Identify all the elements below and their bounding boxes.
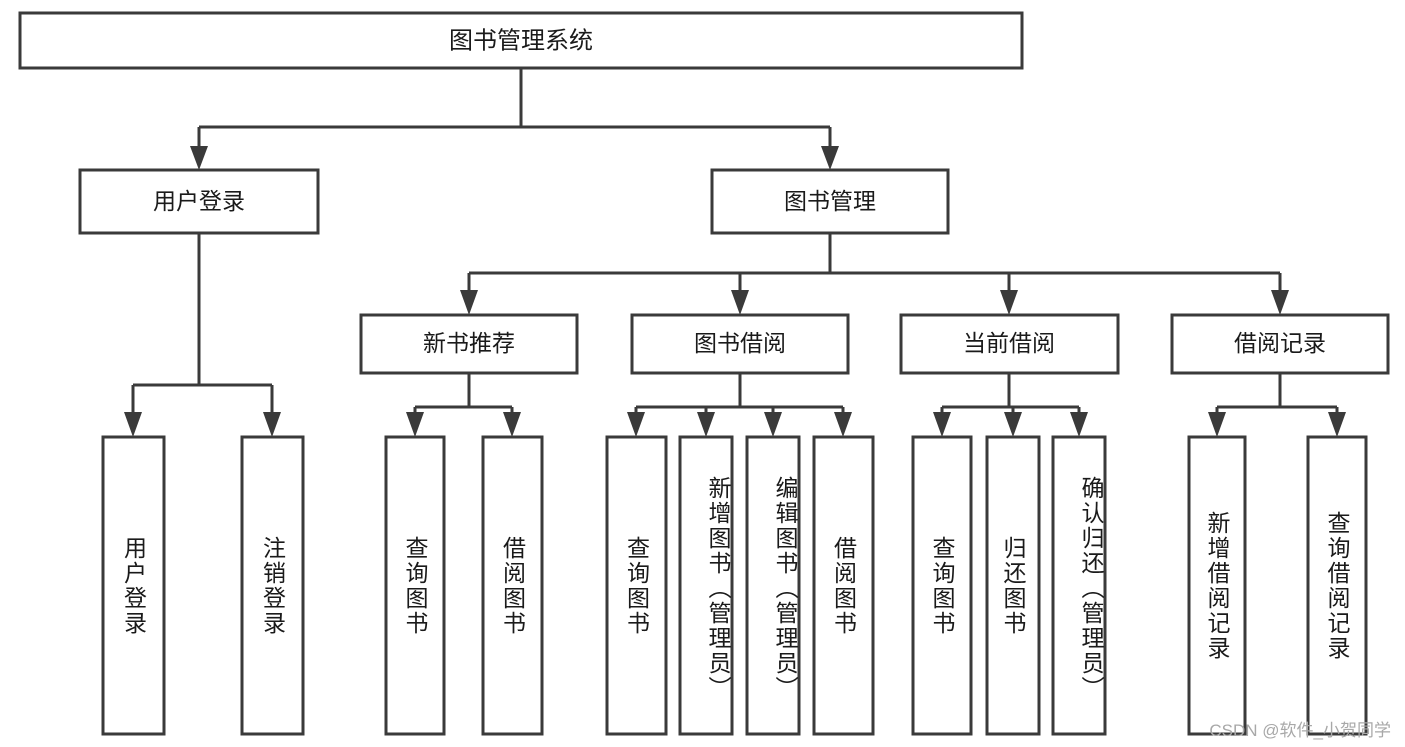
- arrow-head-leaf-4: [503, 412, 521, 437]
- arrow-head-leaf-5: [627, 412, 645, 437]
- new-book-recommend-label: 新书推荐: [423, 330, 515, 356]
- node-book-management[interactable]: 图书管理: [710, 168, 950, 235]
- arrow-head-leaf-2: [263, 412, 281, 437]
- borrow-record-label: 借阅记录: [1234, 330, 1326, 356]
- connector-root-to-level2: [190, 68, 839, 170]
- node-user-login[interactable]: 用户登录: [78, 168, 320, 235]
- node-current-borrow[interactable]: 当前借阅: [899, 313, 1120, 375]
- leaf-boxes: [101, 435, 1368, 736]
- leaf-box-logout[interactable]: [240, 435, 305, 736]
- node-new-book-recommend[interactable]: 新书推荐: [359, 313, 579, 375]
- leaf-box-add-borrow-record[interactable]: [1187, 435, 1247, 736]
- leaf-box-query-book-2[interactable]: [605, 435, 668, 736]
- current-borrow-box: [899, 313, 1120, 375]
- arrow-head-book-manage: [821, 146, 839, 170]
- arrow-head-current-borrow: [1000, 290, 1018, 315]
- arrow-head-leaf-6: [697, 412, 715, 437]
- book-borrow-label: 图书借阅: [694, 330, 786, 356]
- current-borrow-label: 当前借阅: [963, 330, 1055, 356]
- user-login-box: [78, 168, 320, 235]
- leaf-box-borrow-book-1[interactable]: [481, 435, 544, 736]
- user-login-label: 用户登录: [153, 188, 245, 214]
- arrow-head-borrow: [731, 290, 749, 315]
- leaf-box-user-login[interactable]: [101, 435, 166, 736]
- connector-newbook-to-leaves: [406, 373, 521, 437]
- connector-currentborrow-to-leaves: [933, 373, 1088, 437]
- node-book-borrow[interactable]: 图书借阅: [630, 313, 850, 375]
- arrow-head-leaf-3: [406, 412, 424, 437]
- leaf-box-return-book[interactable]: [985, 435, 1041, 736]
- root-box: [18, 11, 1024, 70]
- arrow-head-leaf-12: [1208, 412, 1226, 437]
- arrow-head-leaf-13: [1328, 412, 1346, 437]
- arrow-head-leaf-1: [124, 412, 142, 437]
- leaf-box-query-borrow-record[interactable]: [1306, 435, 1368, 736]
- connector-bookmgmt-to-level3: [460, 233, 1289, 315]
- arrow-head-new-book: [460, 290, 478, 315]
- leaf-box-borrow-book-2[interactable]: [812, 435, 875, 736]
- arrow-head-user-login: [190, 146, 208, 170]
- arrow-head-leaf-11: [1070, 412, 1088, 437]
- node-root[interactable]: 图书管理系统: [18, 11, 1024, 70]
- csdn-watermark: CSDN @软件_小贺同学: [1209, 721, 1391, 740]
- node-borrow-record[interactable]: 借阅记录: [1170, 313, 1390, 375]
- arrow-head-leaf-8: [834, 412, 852, 437]
- arrow-head-leaf-7: [764, 412, 782, 437]
- book-management-label: 图书管理: [784, 188, 876, 214]
- connector-bookborrow-to-leaves: [627, 373, 852, 437]
- new-book-recommend-box: [359, 313, 579, 375]
- arrow-head-leaf-9: [933, 412, 951, 437]
- leaf-box-edit-book-admin[interactable]: [745, 435, 801, 736]
- root-label: 图书管理系统: [449, 27, 593, 54]
- connector-userlogin-to-leaves: [124, 233, 281, 437]
- leaf-box-query-book-3[interactable]: [911, 435, 973, 736]
- leaf-box-query-book-1[interactable]: [384, 435, 446, 736]
- arrow-head-borrow-record: [1271, 290, 1289, 315]
- leaf-box-add-book-admin[interactable]: [678, 435, 734, 736]
- leaf-box-confirm-return-admin[interactable]: [1051, 435, 1107, 736]
- arrow-head-leaf-10: [1004, 412, 1022, 437]
- connector-borrowrecord-to-leaves: [1208, 373, 1346, 437]
